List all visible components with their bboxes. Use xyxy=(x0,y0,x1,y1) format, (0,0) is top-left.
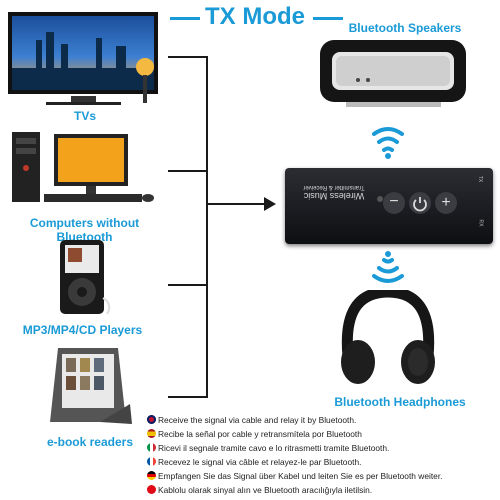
device-button-minus[interactable]: − xyxy=(383,192,405,214)
ebook-reader-image xyxy=(40,344,135,429)
page-title: TX Mode xyxy=(205,3,305,30)
flag-fr-icon xyxy=(147,457,156,466)
device-line1: Wireless Music xyxy=(303,191,365,201)
connector-computer xyxy=(168,170,208,172)
caption-de: Empfangen Sie das Signal über Kabel und … xyxy=(147,471,442,481)
device-led xyxy=(377,196,383,202)
tv-image xyxy=(6,10,161,106)
headphones-image xyxy=(332,286,444,390)
connector-ebook xyxy=(168,396,208,398)
caption-it: Ricevi il segnale tramite cavo e lo ritr… xyxy=(147,443,389,453)
headphones-label: Bluetooth Headphones xyxy=(334,395,466,409)
device-button-plus[interactable]: + xyxy=(435,192,457,214)
connector-tv xyxy=(168,56,208,58)
device-rx-label: RX xyxy=(477,219,484,227)
flag-es-icon xyxy=(147,429,156,438)
caption-tr: Kablolu olarak sinyal alın ve Bluetooth … xyxy=(147,485,372,495)
caption-es: Recibe la señal por cable y retransmítel… xyxy=(147,429,362,439)
mp3-label: MP3/MP4/CD Players xyxy=(22,323,143,337)
ebook-label: e-book readers xyxy=(46,435,134,449)
flag-en-icon xyxy=(147,415,156,424)
lamp-image xyxy=(134,55,156,105)
device-line2: Transmitter & Receiver xyxy=(303,184,365,190)
computer-image xyxy=(10,128,160,208)
connector-mp3 xyxy=(168,284,208,286)
flag-de-icon xyxy=(147,471,156,480)
flag-tr-icon xyxy=(147,485,156,494)
speakers-label: Bluetooth Speakers xyxy=(348,21,462,35)
speaker-image xyxy=(316,36,471,108)
arrow-head-icon xyxy=(264,197,276,211)
bluetooth-wave-down-icon xyxy=(368,250,408,284)
connector-device xyxy=(206,203,266,205)
caption-fr: Recevez le signal via câble et relayez-l… xyxy=(147,457,361,467)
device-text: Wireless Music Transmitter & Receiver xyxy=(295,184,373,201)
bluetooth-wave-up-icon xyxy=(368,126,408,160)
mp3-player-image xyxy=(55,238,115,318)
title-line-right xyxy=(313,17,343,20)
flag-it-icon xyxy=(147,443,156,452)
power-icon[interactable] xyxy=(409,192,431,214)
transmitter-device: Wireless Music Transmitter & Receiver − … xyxy=(285,168,493,244)
tvs-label: TVs xyxy=(73,109,96,123)
title-line-left xyxy=(170,17,200,20)
caption-en: Receive the signal via cable and relay i… xyxy=(147,415,356,425)
device-tx-label: TX xyxy=(477,175,484,183)
connector-trunk xyxy=(206,56,208,397)
